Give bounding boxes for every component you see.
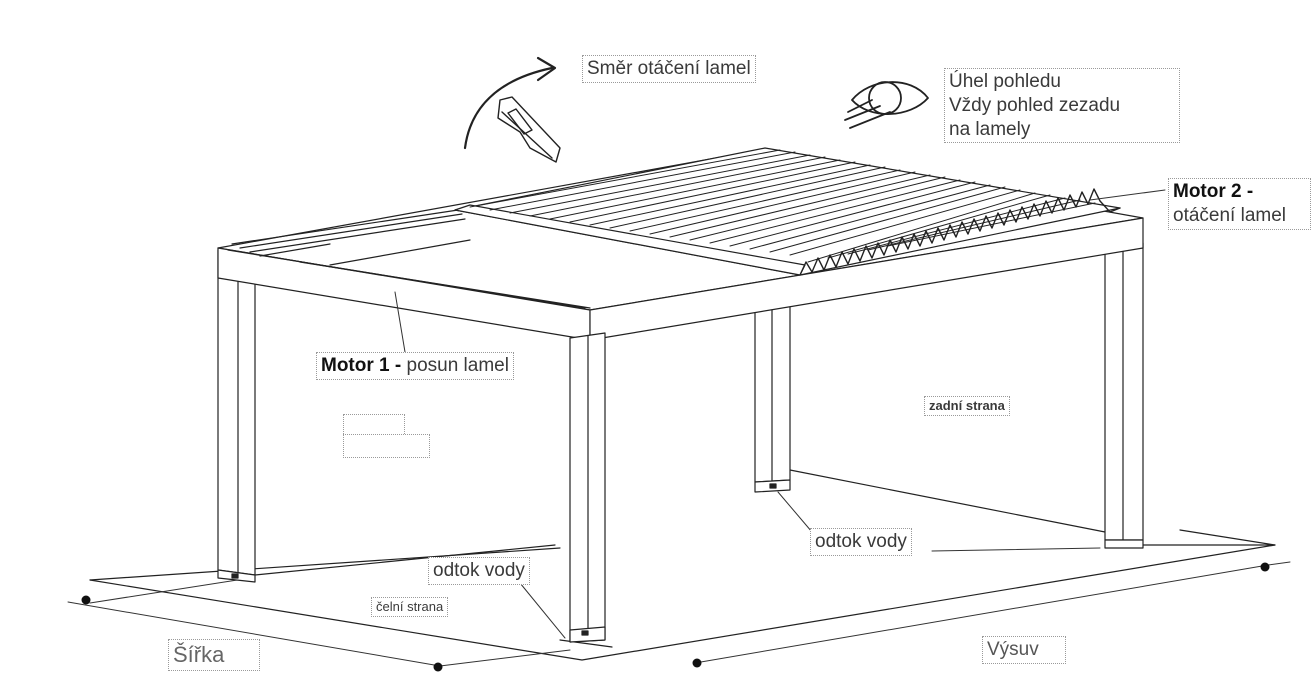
front-side-label: čelní strana [371, 597, 449, 618]
lamella-profile-icon [497, 96, 561, 163]
placeholder-box-1 [343, 414, 405, 436]
rotation-direction-label: Směr otáčení lamel [582, 55, 756, 83]
motor1-rest: posun lamel [401, 355, 509, 376]
post-front [569, 332, 606, 643]
motor1-bold: Motor 1 - [321, 355, 402, 376]
placeholder-box-2 [343, 434, 430, 458]
dimension-points [81, 562, 1270, 672]
motor1-label: Motor 1 - posun lamel [316, 352, 514, 380]
eye-icon [844, 81, 929, 129]
post-back-left [217, 249, 256, 583]
motor2-rest: otáčení lamel [1173, 204, 1287, 226]
back-side-label: zadní strana [924, 396, 1010, 417]
view-angle-line2: Vždy pohled zezadu [949, 94, 1121, 116]
drain-label-front: odtok vody [428, 557, 530, 585]
leader-lines [394, 189, 1166, 639]
width-label: Šířka [168, 639, 260, 671]
rotation-arrow-icon [463, 56, 557, 150]
view-angle-line3: na lamely [949, 118, 1031, 140]
post-right [1104, 242, 1144, 549]
motor2-bold: Motor 2 - [1173, 181, 1254, 202]
lamellae [454, 147, 1121, 276]
drain-label-right: odtok vody [810, 528, 912, 556]
view-angle-label: Úhel pohledu Vždy pohled zezadu na lamel… [944, 68, 1180, 144]
post-back-middle [754, 297, 791, 493]
dimension-lines [67, 561, 1291, 667]
view-angle-line1: Úhel pohledu [949, 71, 1061, 92]
ground-plane [89, 469, 1276, 661]
projection-label: Výsuv [982, 636, 1066, 664]
motor2-label: Motor 2 - otáčení lamel [1168, 178, 1311, 230]
